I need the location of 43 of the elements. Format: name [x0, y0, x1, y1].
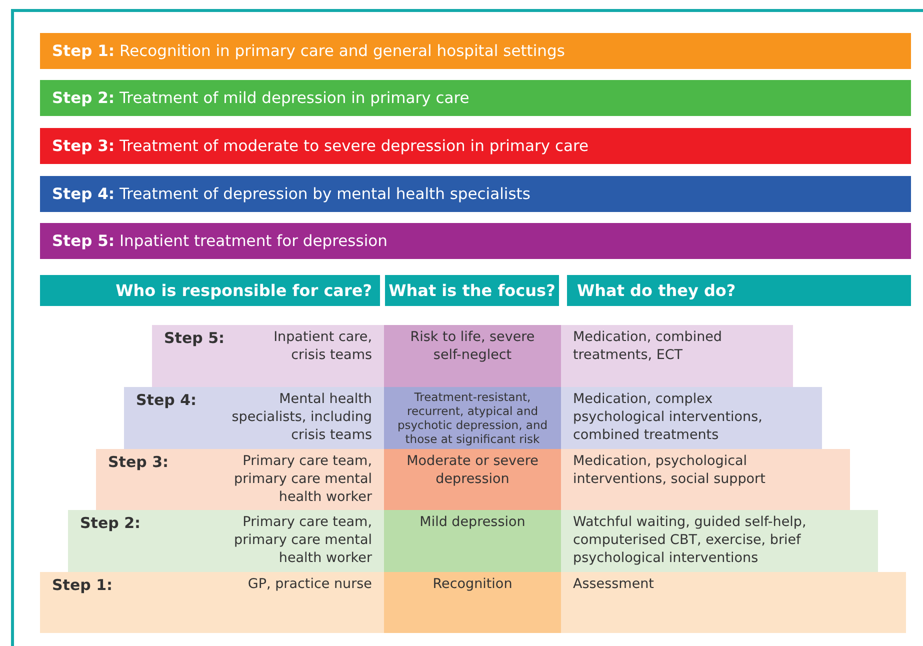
care-provider-text: Primary care team, primary care mental health worker	[233, 513, 372, 567]
step-banner-text: Step 1: Recognition in primary care and general hospital settings	[52, 42, 565, 60]
care-provider-text: Primary care team, primary care mental health worker	[233, 452, 372, 506]
intervention-text: Assessment	[573, 575, 655, 593]
step-banner	[40, 128, 911, 164]
focus-text: Risk to life, severe self-neglect	[409, 328, 536, 365]
step-banner	[40, 80, 911, 116]
focus-cell	[384, 325, 561, 387]
care-provider-text: Mental health specialists, including crisis teams	[230, 390, 372, 444]
intervention-text: Medication, psychological interventions, social support	[573, 452, 766, 488]
pyramid-tier	[152, 325, 793, 387]
focus-text: Recognition	[432, 575, 512, 594]
step-label: Step 2:	[80, 514, 142, 532]
focus-cell	[384, 449, 561, 510]
focus-text: Treatment-resistant, recurrent, atypical and psychotic depression, and those at significant risk	[396, 390, 549, 448]
step-label: Step 4:	[136, 391, 198, 409]
focus-cell	[384, 387, 561, 449]
step-banner-text: Step 5: Inpatient treatment for depression	[52, 232, 388, 250]
step-label: Step 1:	[52, 576, 114, 594]
intervention-text: Medication, combined treatments, ECT	[573, 328, 723, 364]
step-banner	[40, 223, 911, 259]
step-banner	[40, 176, 911, 212]
pyramid-tier	[96, 449, 850, 510]
step-label: Step 3:	[108, 453, 170, 471]
pyramid-tier	[40, 572, 906, 633]
focus-cell	[384, 572, 561, 633]
intervention-text: Watchful waiting, guided self-help, computerised CBT, exercise, brief psychological interventions	[573, 513, 808, 567]
focus-cell	[384, 510, 561, 572]
step-label: Step 5:	[164, 329, 226, 347]
care-provider-text: Inpatient care, crisis teams	[272, 328, 372, 364]
column-header: What do they do?	[567, 275, 911, 306]
step-banner-text: Step 2: Treatment of mild depression in primary care	[52, 89, 470, 107]
column-header: What is the focus?	[385, 275, 559, 306]
pyramid-tier	[68, 510, 878, 572]
intervention-text: Medication, complex psychological interventions, combined treatments	[573, 390, 764, 444]
step-banner	[40, 33, 911, 69]
focus-text: Moderate or severe depression	[406, 452, 540, 489]
step-banner-text: Step 3: Treatment of moderate to severe depression in primary care	[52, 137, 589, 155]
step-banner-text: Step 4: Treatment of depression by mental health specialists	[52, 185, 530, 203]
care-provider-text: GP, practice nurse	[246, 575, 372, 593]
focus-text: Mild depression	[420, 513, 526, 532]
column-header: Who is responsible for care?	[40, 275, 380, 306]
pyramid-tier	[124, 387, 822, 449]
